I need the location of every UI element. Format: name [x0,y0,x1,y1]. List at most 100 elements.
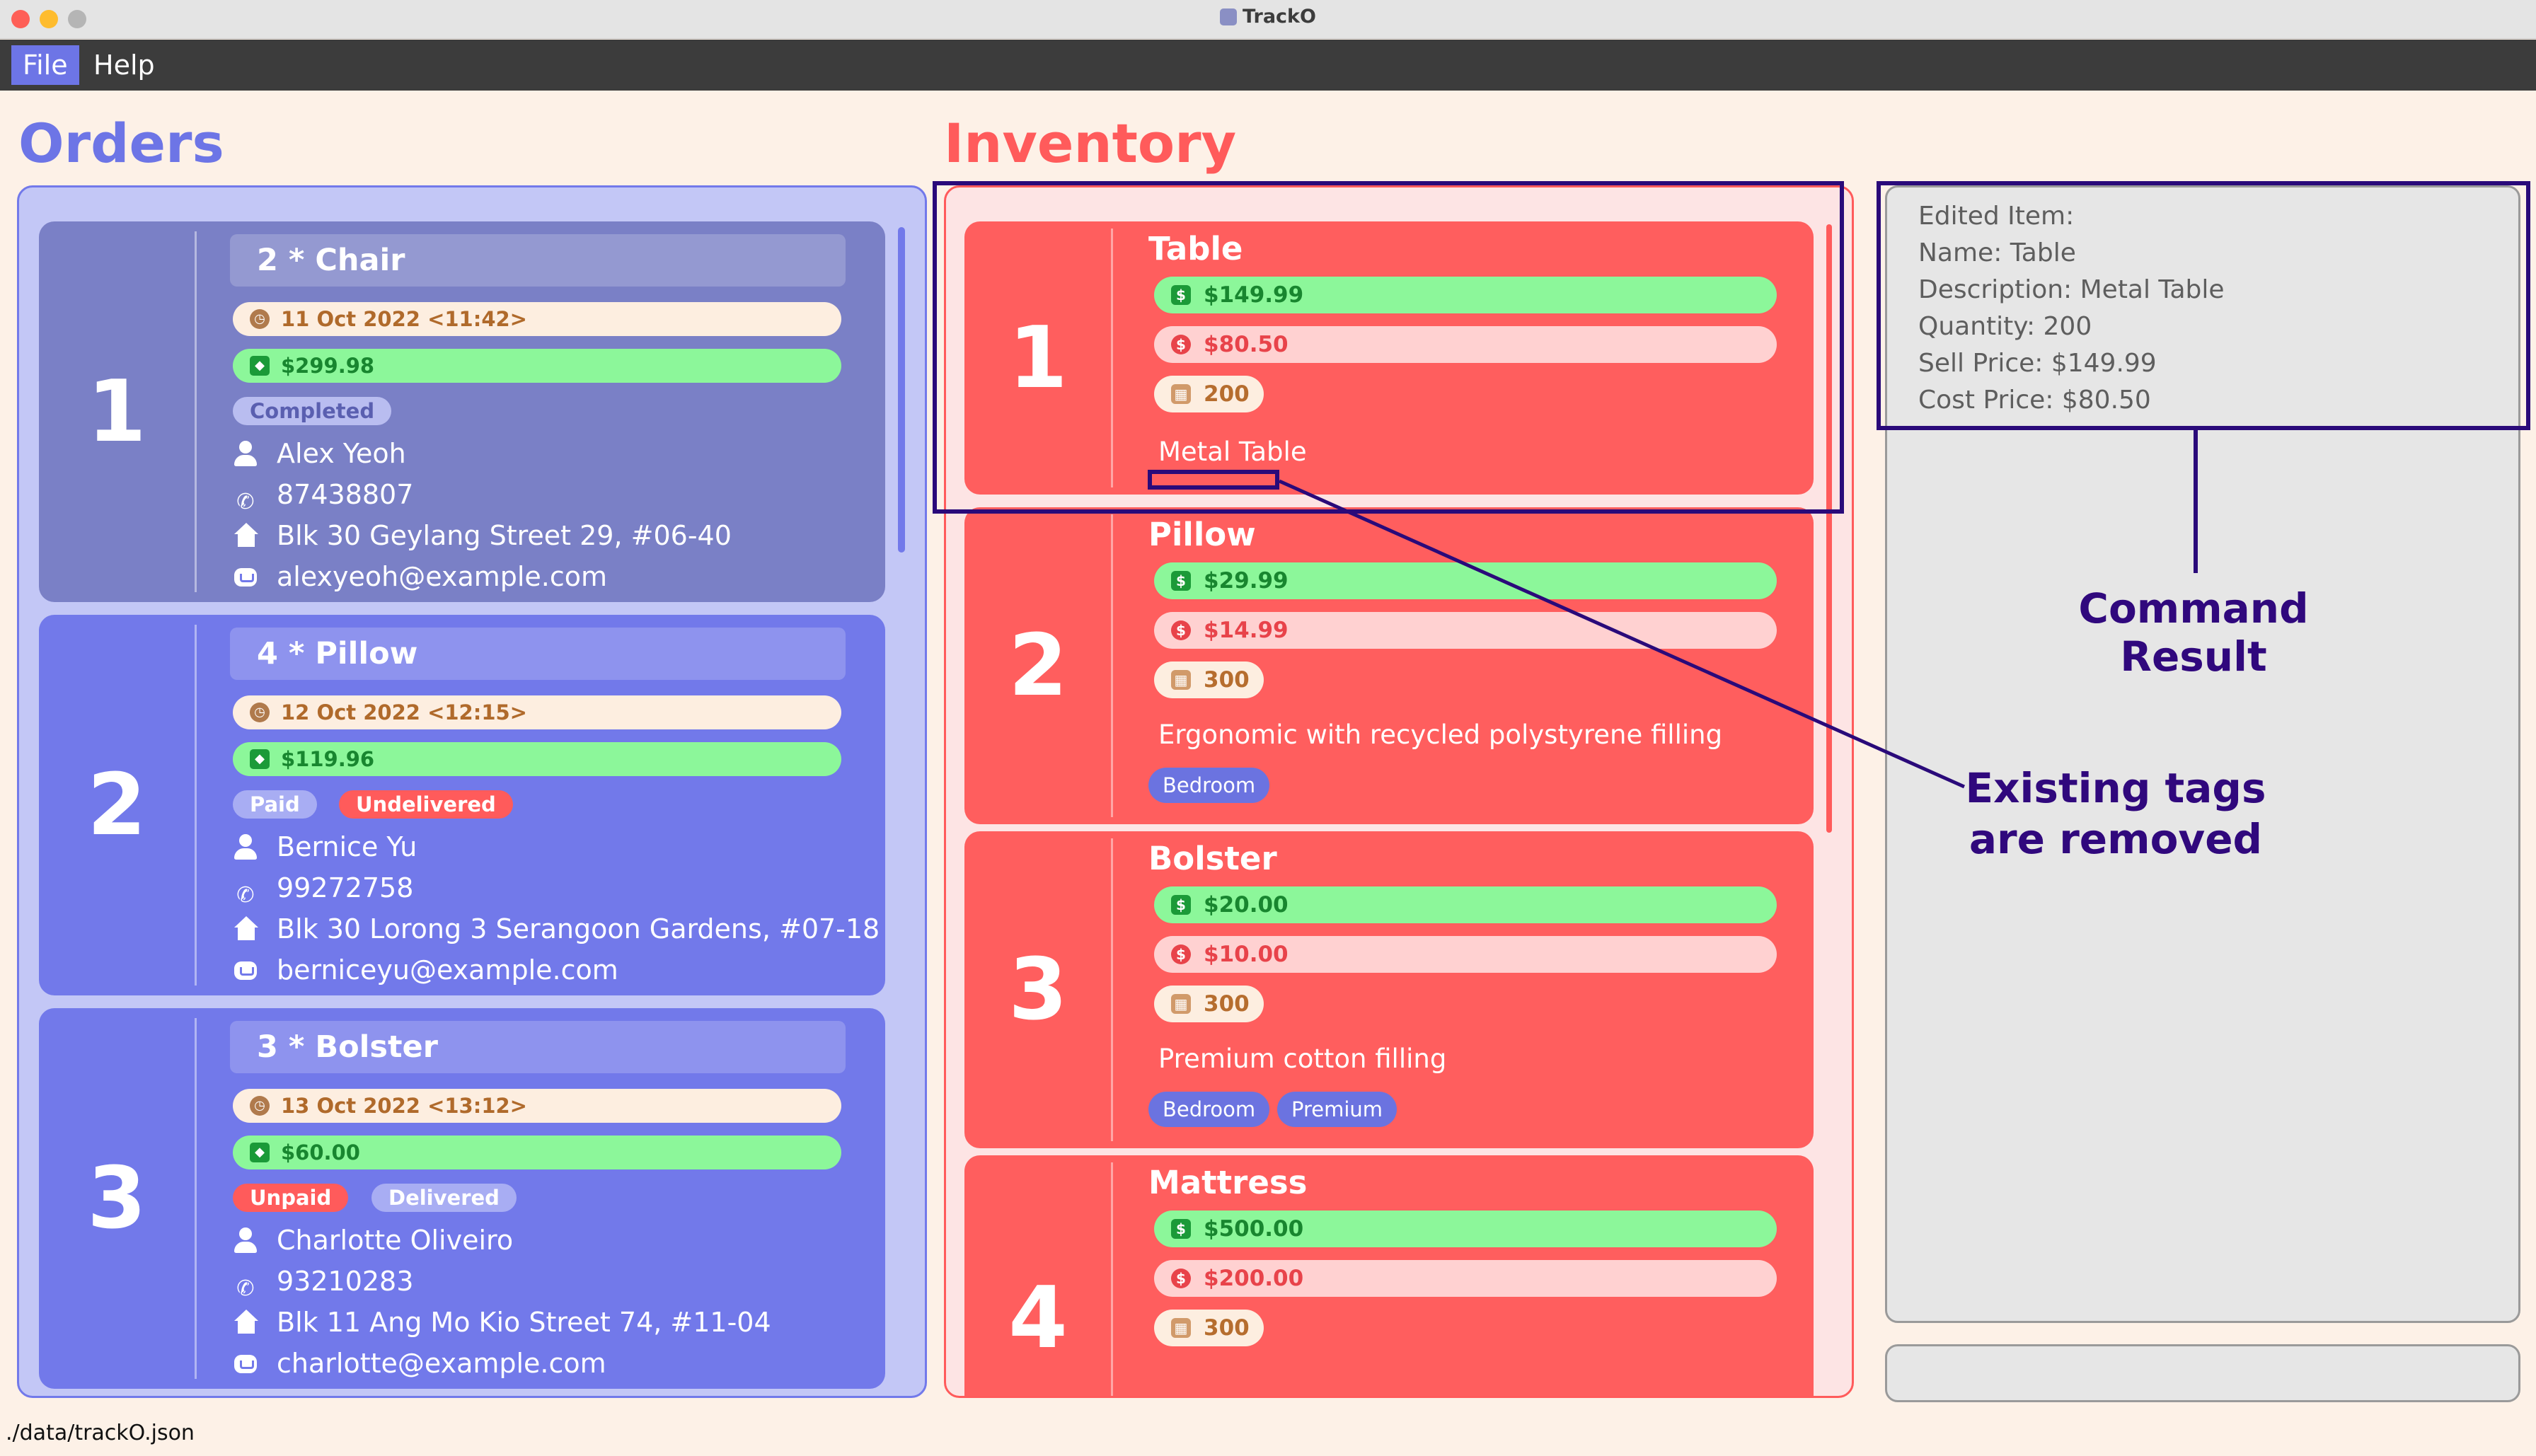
inventory-card[interactable]: 4 Mattress $$500.00 $$200.00 ▦300 [964,1155,1814,1396]
phone-icon: ✆ [236,490,255,514]
cost-price-text: $14.99 [1204,618,1289,643]
divider [1111,1162,1113,1396]
sell-price: $$29.99 [1154,562,1777,599]
inventory-index: 3 [1008,940,1068,1039]
window-title: TrackO [0,6,2536,28]
order-index: 1 [87,362,146,461]
item-description: Ergonomic with recycled polystyrene fill… [1158,720,1723,750]
customer-name-text: Charlotte Oliveiro [277,1225,514,1256]
customer-email-text: charlotte@example.com [277,1348,606,1379]
status-bar-file-path: ./data/trackO.json [6,1421,195,1445]
command-input[interactable] [1885,1344,2520,1402]
annotation-command-result: Command Result [2078,584,2309,681]
maximize-window-button[interactable] [68,10,86,28]
minimize-window-button[interactable] [40,10,58,28]
clock-icon: ◷ [250,703,270,722]
status-badge-unpaid: Unpaid [233,1184,349,1212]
clock-icon: ◷ [250,1096,270,1116]
cost-price-icon: $ [1171,944,1191,964]
sell-price-text: $500.00 [1204,1216,1304,1242]
orders-scrollbar[interactable] [898,227,905,553]
annotation-highlight-edited-item [933,181,1844,514]
order-date-text: 11 Oct 2022 <11:42> [281,307,527,331]
tag-bedroom: Bedroom [1148,1092,1270,1127]
orders-list[interactable]: 1 2 * Chair ◷11 Oct 2022 <11:42> ◆$299.9… [17,185,927,1398]
customer-name: Bernice Yu [231,827,417,867]
sell-price: $$20.00 [1154,886,1777,923]
customer-email-text: alexyeoh@example.com [277,561,608,592]
quantity-text: 300 [1204,991,1250,1017]
person-icon [231,1226,260,1254]
phone-icon: ✆ [236,883,255,908]
sell-price-icon: $ [1171,285,1191,305]
inventory-index: 1 [1008,308,1068,408]
email-icon [231,1349,260,1377]
annotation-connector-command-result [2194,429,2198,573]
order-card[interactable]: 3 3 * Bolster ◷13 Oct 2022 <13:12> ◆$60.… [39,1008,885,1389]
inventory-scrollbar[interactable] [1826,224,1832,833]
menu-file[interactable]: File [11,45,79,85]
window-title-text: TrackO [1243,6,1316,28]
result-line: Description: Metal Table [1918,275,2225,304]
annotation-tags-line2: are removed [1969,815,2263,863]
annotation-tags-line1: Existing tags [1965,764,2266,812]
order-price: ◆$119.96 [233,742,841,776]
price-tag-icon: ◆ [250,1143,270,1162]
customer-address-text: Blk 30 Geylang Street 29, #06-40 [277,520,732,551]
warehouse-icon: ▦ [1171,994,1191,1014]
customer-email: berniceyu@example.com [231,950,618,990]
order-index: 3 [87,1149,146,1248]
cost-price-icon: $ [1171,335,1191,354]
divider [195,1018,197,1379]
order-price: ◆$299.98 [233,349,841,383]
menu-bar: File Help [0,40,2536,91]
order-card[interactable]: 2 4 * Pillow ◷12 Oct 2022 <12:15> ◆$119.… [39,615,885,995]
menu-help[interactable]: Help [93,50,155,81]
close-window-button[interactable] [11,10,30,28]
quantity-text: 300 [1204,667,1250,693]
order-date-text: 12 Oct 2022 <12:15> [281,700,527,724]
status-badge-delivered: Delivered [371,1184,517,1212]
inventory-index: 2 [1008,616,1068,715]
sell-price-icon: $ [1171,1219,1191,1239]
order-card[interactable]: 1 2 * Chair ◷11 Oct 2022 <11:42> ◆$299.9… [39,221,885,602]
sell-price: $ $149.99 [1154,277,1777,313]
order-price-text: $119.96 [281,747,375,771]
cost-price: $ $10.00 [1154,936,1777,973]
item-name: Pillow [1148,516,1256,553]
quantity-text: 200 [1204,381,1250,407]
sell-price: $ $500.00 [1154,1211,1777,1247]
divider [195,231,197,592]
home-icon [231,1308,260,1336]
cost-price: $ $14.99 [1154,612,1777,649]
title-bar: TrackO [0,0,2536,39]
customer-name-text: Bernice Yu [277,831,417,862]
item-name: Table [1148,230,1243,267]
inventory-card[interactable]: 2 Pillow $$29.99 $$14.99 ▦300 Ergonomic … [964,507,1814,824]
item-name: Bolster [1148,840,1277,877]
item-description: Metal Table [1158,437,1307,467]
item-description: Premium cotton filling [1158,1044,1447,1074]
email-icon [231,562,260,591]
order-date-text: 13 Oct 2022 <13:12> [281,1094,527,1118]
customer-email: charlotte@example.com [231,1344,606,1383]
order-item-header: 4 * Pillow [230,628,846,680]
annotation-highlight-command-result [1877,181,2530,430]
divider [1111,838,1113,1141]
result-line: Sell Price: $149.99 [1918,349,2157,378]
customer-address-text: Blk 30 Lorong 3 Serangoon Gardens, #07-1… [277,913,880,944]
tag-premium: Premium [1277,1092,1397,1127]
cost-price-icon: $ [1171,1269,1191,1288]
cost-price-text: $10.00 [1204,942,1289,967]
customer-address-text: Blk 11 Ang Mo Kio Street 74, #11-04 [277,1307,771,1338]
customer-phone: ✆93210283 [231,1261,413,1301]
divider [1111,514,1113,817]
inventory-card[interactable]: 1 Table $$149.99 $$80.50 ▦200 Metal Tabl… [964,221,1814,495]
inventory-card[interactable]: 3 Bolster $$20.00 $ $10.00 ▦ 300 Premium c… [964,831,1814,1148]
sell-price-text: $149.99 [1204,282,1304,308]
cost-price-icon: $ [1171,620,1191,640]
warehouse-icon: ▦ [1171,1318,1191,1338]
quantity: ▦300 [1154,1310,1264,1346]
inventory-list[interactable]: 1 Table $$149.99 $$80.50 ▦200 Metal Tabl… [944,185,1854,1398]
